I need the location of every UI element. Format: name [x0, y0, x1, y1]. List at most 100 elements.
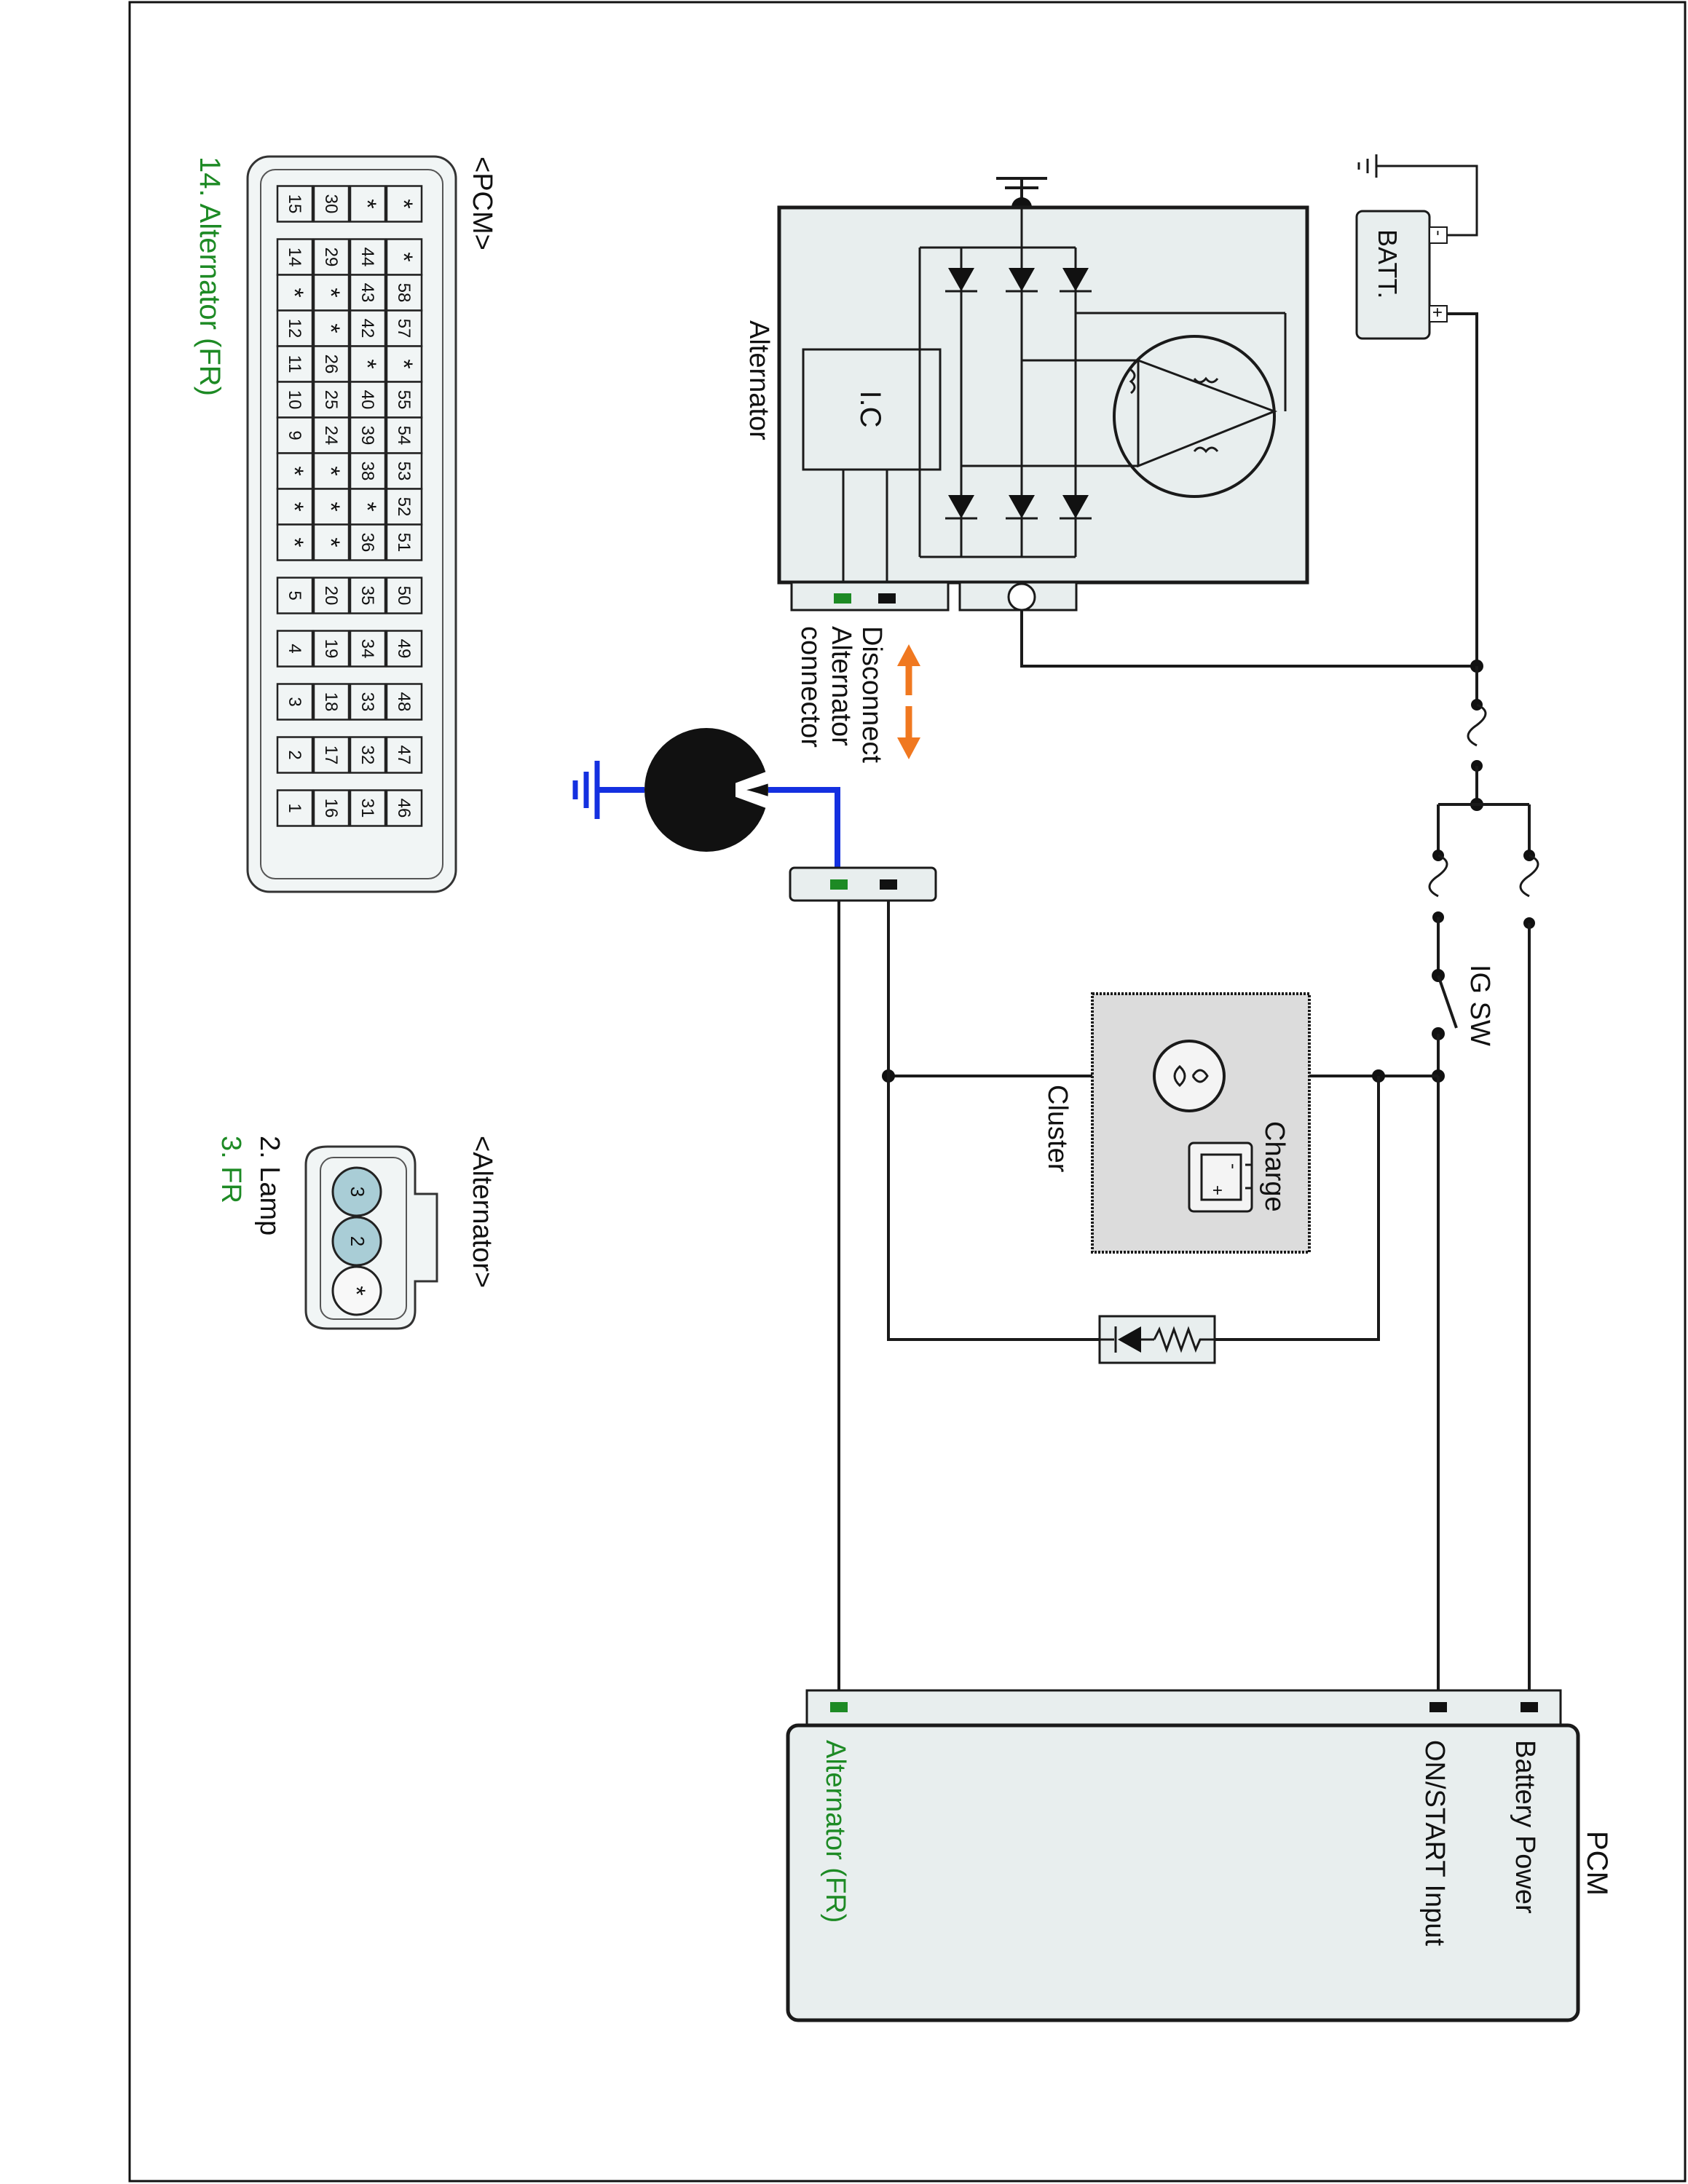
pcm-pin-cell	[385, 416, 423, 454]
pcm-pin-cell	[385, 683, 423, 721]
charge-label: Charge	[1259, 1121, 1290, 1212]
alternator-connector-title: <Alternator>	[467, 1136, 497, 1288]
pcm-pin-cell	[276, 238, 314, 276]
pcm-pin-cell	[385, 789, 423, 827]
pcm-pin-label: *	[317, 502, 344, 511]
pcm-pin-cell	[349, 523, 387, 561]
stator-winding	[961, 312, 1287, 498]
pcm-pin-cell	[385, 523, 423, 561]
pcm-pin-cell	[276, 683, 314, 721]
pcm-pin-cell	[276, 488, 314, 526]
ic-label: I.C	[854, 390, 886, 427]
battery-minus: -	[1429, 230, 1448, 236]
pcm-pin-label: 43	[358, 283, 377, 303]
alt-pin-2	[331, 1216, 382, 1267]
pcm-pin-label: *	[390, 359, 417, 368]
pcm-pin-cell	[312, 736, 350, 774]
pcm-pin-cell	[385, 630, 423, 668]
pcm-pin-label: *	[317, 537, 344, 547]
pcm-pin-label: *	[280, 288, 308, 297]
page-border	[128, 1, 1687, 2183]
disconnect-arrow: Disconnect Alternator connector	[795, 626, 920, 763]
pcm-battery-power-label: Battery Power	[1510, 1740, 1540, 1914]
pcm-pin-label: 31	[358, 799, 377, 818]
pcm-pin-label: 48	[394, 692, 414, 712]
pcm-pin-label: 57	[394, 319, 414, 339]
pcm-pin-cell	[349, 789, 387, 827]
pcm-pin-label: 54	[394, 426, 414, 446]
alt-pin-unused	[331, 1265, 382, 1316]
pcm-pin-label: 9	[285, 430, 304, 440]
pcm-pin-label: *	[280, 502, 308, 511]
pcm-pin-cell	[385, 452, 423, 490]
pcm-pin-label: 30	[321, 194, 341, 214]
voltmeter-icon	[644, 728, 768, 852]
pcm-pin-label: *	[353, 199, 381, 208]
charge-icon-minus: -	[1223, 1163, 1243, 1169]
pcm-pin-cell	[349, 488, 387, 526]
voltmeter-probe: V	[572, 728, 840, 885]
disconnect-text-2: Alternator	[826, 626, 856, 746]
cluster: - + Charge Cluster	[1042, 992, 1311, 1254]
pcm-pin-label: 46	[394, 799, 414, 818]
pcm-pin-cell	[349, 345, 387, 383]
pcm-pin-label: *	[317, 466, 344, 475]
pcm-pin-label: *	[390, 252, 417, 261]
pcm-pin-label: *	[353, 502, 381, 511]
alt-pin-3	[331, 1166, 382, 1217]
pcm-pin-label: *	[317, 288, 344, 297]
pcm-pin-cell	[312, 577, 350, 614]
ic-block	[802, 348, 942, 471]
pcm-pin-cell	[349, 577, 387, 614]
pcm-pin-cell	[385, 736, 423, 774]
pcm-pin-label: 34	[358, 639, 377, 659]
pcm-pin-cell	[349, 630, 387, 668]
pcm-pin-cell	[312, 309, 350, 347]
pcm-pin-cell	[312, 274, 350, 312]
pcm-pin-label: 20	[321, 586, 341, 606]
pcm-pin-label: 11	[285, 355, 304, 373]
pcm-pin-label: 15	[285, 194, 304, 214]
pcm-pin-label: 42	[358, 319, 377, 339]
pcm-connector-title: <PCM>	[467, 157, 497, 250]
pcm-pin-cell	[276, 381, 314, 419]
diode-resistor-module	[1098, 1315, 1216, 1364]
pcm-pin-cell	[276, 630, 314, 668]
pcm-pin-cell	[276, 789, 314, 827]
pcm-pin-label: 14	[285, 248, 304, 267]
alt-pin-unused-label: *	[342, 1286, 370, 1295]
charge-icon-plus: +	[1207, 1185, 1227, 1195]
pcm-pin-grid: **5857*55545352515049484746*444342*40393…	[276, 185, 423, 827]
pcm-pin-cell	[385, 185, 423, 223]
pcm-pin-label: 25	[321, 390, 341, 410]
pcm-pin-label: 39	[358, 426, 377, 446]
pcm-pin-label: 49	[394, 639, 414, 659]
battery-label: BATT.	[1373, 229, 1403, 298]
pcm-on-start-input-label: ON/START Input	[1419, 1740, 1450, 1946]
voltmeter-label: V	[715, 759, 821, 822]
harness-connector	[789, 866, 937, 1704]
pcm-pin-cell	[312, 185, 350, 223]
charge-lamp	[1153, 1040, 1226, 1112]
pcm-pin-cell	[312, 523, 350, 561]
alt-pin3-caption: 3. FR	[216, 1136, 246, 1203]
pcm-pin-cell	[312, 238, 350, 276]
pcm-pin-label: 12	[285, 319, 304, 339]
pcm-pin-label: 18	[321, 692, 341, 712]
pcm-pin-label: *	[390, 199, 417, 208]
pcm-pin-label: 47	[394, 745, 414, 765]
pcm-pin-cell	[312, 789, 350, 827]
pcm-pin-label: 55	[394, 390, 414, 410]
pcm-pin-label: 10	[285, 390, 304, 410]
pcm-pin-label: 1	[285, 803, 304, 812]
charge-icon	[1188, 1142, 1253, 1213]
rectifier-diodes	[945, 268, 1092, 520]
battery-body	[1355, 210, 1431, 340]
alt-pin2-caption: 2. Lamp	[254, 1136, 285, 1235]
pcm-pin-label: 26	[321, 355, 341, 374]
pcm-pin-label: 50	[394, 586, 414, 606]
cluster-label: Cluster	[1042, 1085, 1073, 1173]
pcm-pin-cell	[349, 683, 387, 721]
pcm-pin-label: 40	[358, 390, 377, 410]
pcm-pin-cell	[385, 577, 423, 614]
